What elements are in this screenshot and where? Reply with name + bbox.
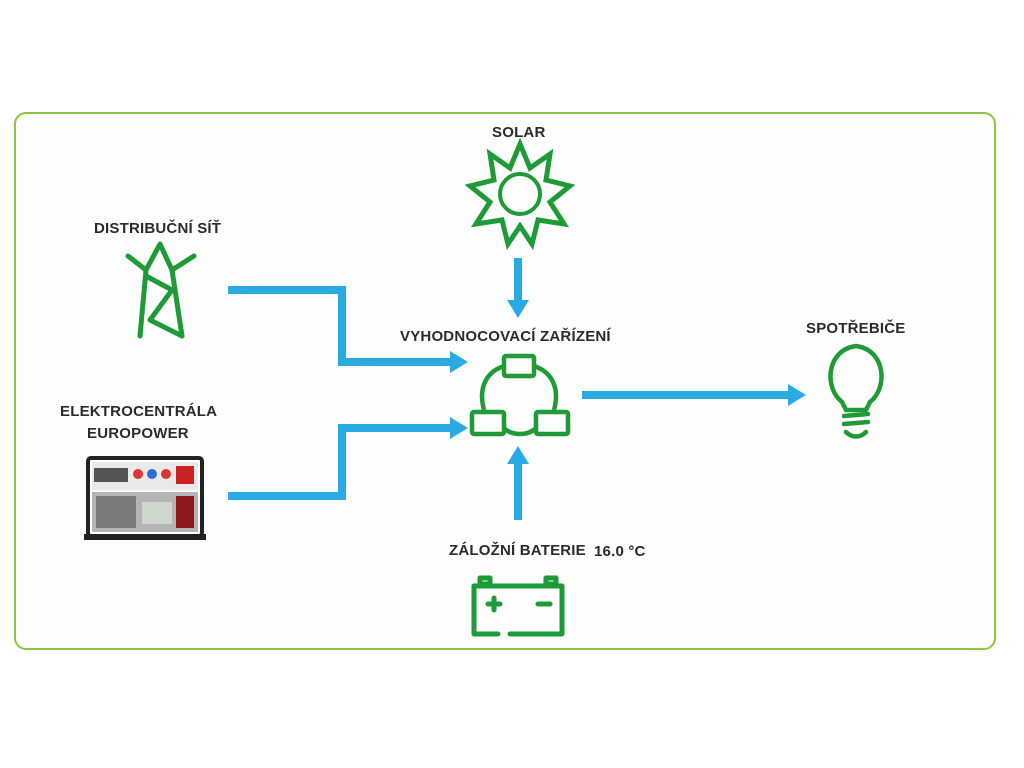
battery-label: ZÁLOŽNÍ BATERIE [449, 542, 586, 559]
light-bulb-icon [828, 343, 884, 439]
arrowhead-generator [450, 417, 468, 439]
generator-label-line1: ELEKTROCENTRÁLA [60, 403, 218, 420]
battery-icon [471, 575, 565, 637]
arrow-generator-to-controller [228, 424, 454, 500]
consumers-label: SPOTŘEBIČE [806, 320, 906, 337]
generator-label-line2: EUROPOWER [87, 425, 189, 442]
arrowhead-grid [450, 351, 468, 373]
temperature-readout: 16.0 °C [594, 543, 646, 560]
solar-label: SOLAR [492, 124, 546, 141]
arrow-grid-to-controller [228, 286, 454, 366]
power-pylon-icon [125, 241, 197, 339]
arrowhead-consumers [788, 384, 806, 406]
arrowhead-solar [507, 300, 529, 318]
grid-label: DISTRIBUČNÍ SÍŤ [94, 220, 222, 237]
generator-image [84, 456, 206, 540]
arrowhead-battery [507, 446, 529, 464]
controller-cycle-icon [469, 353, 571, 437]
sun-icon [464, 137, 576, 251]
controller-label: VYHODNOCOVACÍ ZAŘÍZENÍ [400, 328, 611, 345]
